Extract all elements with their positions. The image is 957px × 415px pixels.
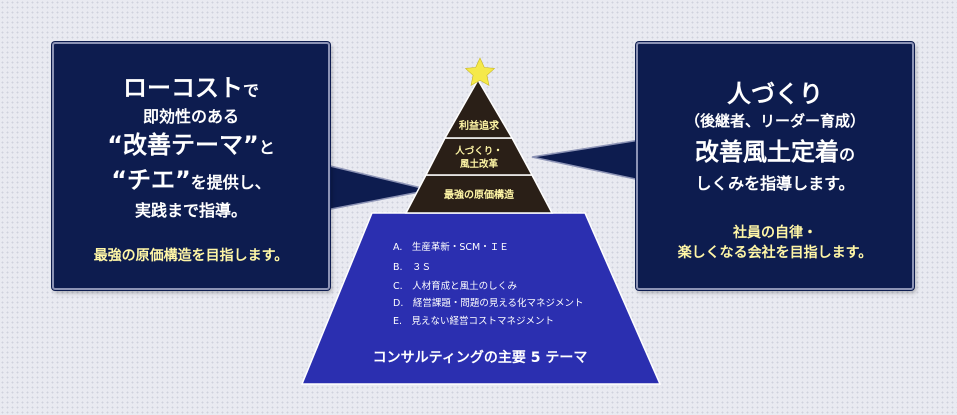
- right-footer-line2: 楽しくなる会社を目指します。: [677, 245, 873, 261]
- left-footer: 最強の原価構造を目指します。: [93, 248, 289, 264]
- theme-item-a: A. 生産革新・SCM・ＩＥ: [393, 241, 509, 253]
- right-headline: 人づくり: [727, 80, 823, 108]
- tier-2-label-line2: 風土改革: [460, 158, 499, 170]
- tier-1-label: 利益追求: [459, 119, 500, 132]
- theme-item-c: C. 人材育成と風土のしくみ: [393, 280, 517, 292]
- tier-2-label-line1: 人づくり・: [455, 145, 503, 157]
- pyramid-tier-1: [443, 78, 514, 139]
- left-headline-particle: で: [242, 81, 259, 100]
- theme-item-b: B. ３Ｓ: [393, 262, 431, 273]
- left-theme-particle: と: [258, 138, 275, 157]
- right-callout-pointer: [531, 139, 641, 181]
- left-headline-main: ローコスト: [122, 74, 243, 102]
- right-footer-line1: 社員の自律・: [733, 225, 817, 241]
- pyramid-base-title: コンサルティングの主要 5 テーマ: [373, 349, 588, 366]
- tier-3-label: 最強の原価構造: [444, 188, 515, 201]
- star-icon: [464, 57, 496, 86]
- right-line-2: （後継者、リーダー育成）: [684, 112, 865, 130]
- right-callout-panel: 人づくり （後継者、リーダー育成） 改善風土定着の しくみを指導します。 社員の…: [636, 42, 914, 290]
- left-chie-rest: を提供し、: [190, 173, 271, 192]
- left-line-5: 実践まで指導。: [134, 201, 247, 220]
- theme-item-d: D. 経営課題・問題の見える化マネジメント: [393, 297, 584, 309]
- left-theme-phrase: “改善テーマ”: [107, 131, 259, 159]
- right-culture-particle: の: [838, 145, 855, 164]
- left-chie-phrase: “チエ”: [111, 166, 191, 194]
- right-line-4: しくみを指導します。: [695, 174, 855, 193]
- right-culture-phrase: 改善風土定着: [694, 138, 839, 166]
- left-callout-panel: ローコストで 即効性のある “改善テーマ”と “チエ”を提供し、 実践まで指導。…: [52, 42, 330, 290]
- theme-item-e: E. 見えない経営コストマネジメント: [393, 315, 554, 327]
- left-line-2: 即効性のある: [142, 107, 239, 126]
